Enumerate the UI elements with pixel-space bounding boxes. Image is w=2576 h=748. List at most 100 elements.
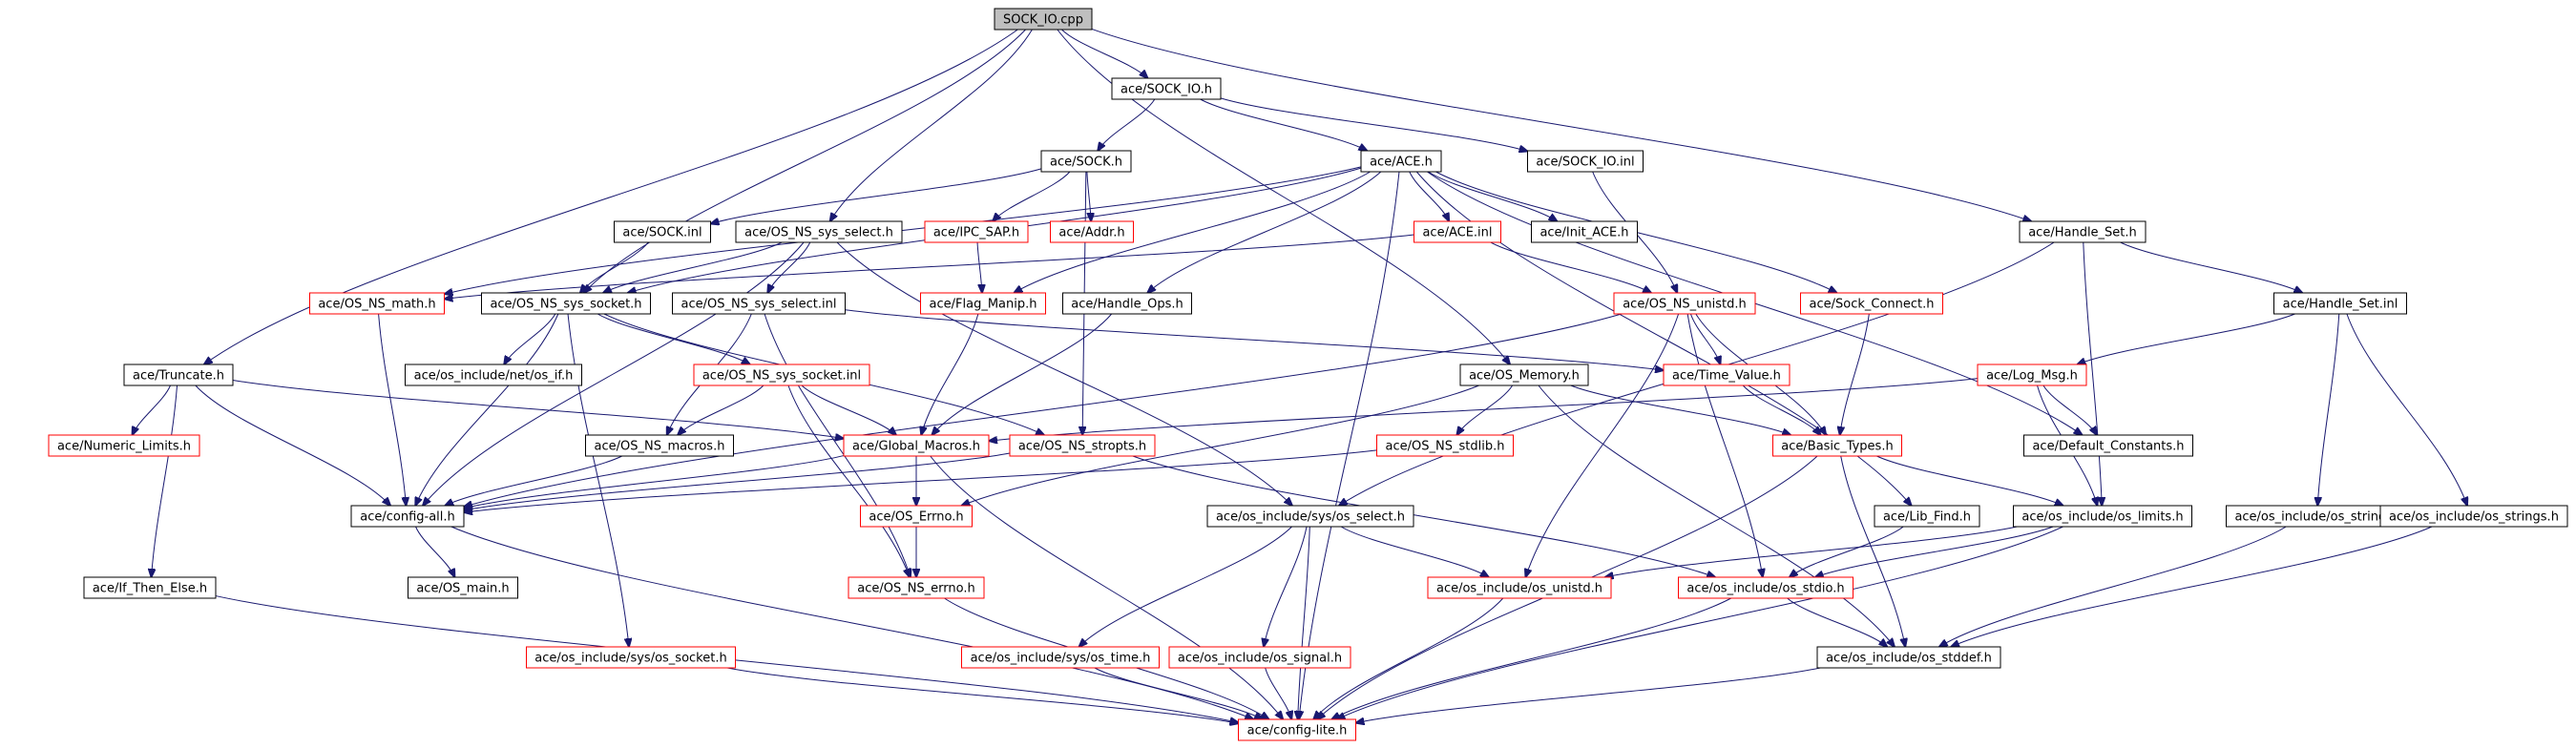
node-label: ace/SOCK.inl [622,226,702,240]
node-os-memory-h[interactable]: ace/OS_Memory.h [1459,364,1589,386]
edge-os_ns_stdlib_h-to-config_all_h [464,449,1377,512]
node-sock-io-inl[interactable]: ace/SOCK_IO.inl [1527,150,1644,173]
edge-os_ns_unistd_h-to-os_stdio_h [1686,313,1763,577]
node-ipc-sap-h[interactable]: ace/IPC_SAP.h [924,220,1029,243]
node-os-signal-h[interactable]: ace/os_include/os_signal.h [1168,646,1351,669]
node-default-constants-h[interactable]: ace/Default_Constants.h [2023,434,2193,457]
node-label: ace/os_include/os_stddef.h [1826,652,1992,666]
node-log-msg-h[interactable]: ace/Log_Msg.h [1977,364,2087,386]
node-box [1663,364,1791,386]
node-truncate-h[interactable]: ace/Truncate.h [123,364,234,386]
edge-os_string_h-to-os_stddef_h [1939,526,2287,647]
node-label: ace/os_include/sys/os_time.h [971,652,1151,666]
edge-sock_io_cpp-to-os_ns_sys_select_h [830,29,1033,221]
node-os-stdio-h[interactable]: ace/os_include/os_stdio.h [1678,576,1853,599]
node-os-ns-math-h[interactable]: ace/OS_NS_math.h [309,292,445,315]
node-ace-inl[interactable]: ace/ACE.inl [1414,220,1501,243]
node-os-strings-h[interactable]: ace/os_include/os_strings.h [2379,505,2568,528]
node-global-macros-h[interactable]: ace/Global_Macros.h [843,434,990,457]
edge-os_memory_h-to-basic_types_h [1570,384,1791,435]
node-ace-h[interactable]: ace/ACE.h [1360,150,1442,173]
node-config-lite-h[interactable]: ace/config-lite.h [1238,718,1356,741]
node-os-ns-stropts-h[interactable]: ace/OS_NS_stropts.h [1009,434,1156,457]
node-sock-inl[interactable]: ace/SOCK.inl [614,220,711,243]
node-basic-types-h[interactable]: ace/Basic_Types.h [1772,434,1902,457]
node-handle-ops-h[interactable]: ace/Handle_Ops.h [1062,292,1192,315]
edge-truncate_h-to-numeric_limits_h [132,384,171,435]
node-time-value-h[interactable]: ace/Time_Value.h [1663,364,1791,386]
edge-handle_set_h-to-handle_set_inl [2120,241,2303,293]
node-os-ns-macros-h[interactable]: ace/OS_NS_macros.h [585,434,734,457]
node-label: ace/OS_NS_errno.h [857,582,975,596]
node-sys-os-time-h[interactable]: ace/os_include/sys/os_time.h [961,646,1160,669]
edge-flag_manip_h-to-global_macros_h [921,313,979,435]
edge-config_all_h-to-os_main_h [415,526,455,577]
node-box [1772,434,1902,457]
node-os-errno-h[interactable]: ace/OS_Errno.h [860,505,973,528]
node-label: ace/Addr.h [1058,226,1124,240]
node-label: ace/ACE.inl [1422,226,1492,240]
node-flag-manip-h[interactable]: ace/Flag_Manip.h [920,292,1046,315]
node-net-os-if-h[interactable]: ace/os_include/net/os_if.h [405,364,582,386]
node-label: ace/os_include/os_unistd.h [1436,582,1602,596]
node-label: ace/OS_Memory.h [1469,369,1580,384]
node-os-ns-sys-socket-inl[interactable]: ace/OS_NS_sys_socket.inl [693,364,870,386]
node-box [481,292,651,315]
node-os-unistd-h[interactable]: ace/os_include/os_unistd.h [1427,576,1612,599]
node-label: ace/Numeric_Limits.h [57,440,191,454]
edge-sock_io_cpp-to-sock_io_h [1061,29,1147,78]
edge-os_ns_sys_socket_inl-to-global_macros_h [801,384,896,435]
node-sock-io-h[interactable]: ace/SOCK_IO.h [1111,77,1222,100]
node-sys-os-socket-h[interactable]: ace/os_include/sys/os_socket.h [526,646,736,669]
node-label: ace/Global_Macros.h [852,440,980,454]
node-os-ns-sys-select-inl[interactable]: ace/OS_NS_sys_select.inl [672,292,846,315]
edge-handle_set_inl-to-os_strings_h [2346,313,2467,506]
node-handle-set-inl[interactable]: ace/Handle_Set.inl [2273,292,2407,315]
node-box [48,434,200,457]
node-addr-h[interactable]: ace/Addr.h [1050,220,1134,243]
node-os-stddef-h[interactable]: ace/os_include/os_stddef.h [1816,646,2001,669]
node-label: ace/OS_NS_stropts.h [1018,440,1146,454]
edge-os_limits_h-to-os_unistd_h [1605,526,2018,577]
node-os-ns-unistd-h[interactable]: ace/OS_NS_unistd.h [1613,292,1756,315]
node-sock-connect-h[interactable]: ace/Sock_Connect.h [1800,292,1943,315]
node-box [123,364,234,386]
node-sock-io-cpp[interactable]: SOCK_IO.cpp [994,8,1093,31]
node-init-ace-h[interactable]: ace/Init_ACE.h [1531,220,1638,243]
node-label: ace/os_include/sys/os_socket.h [534,652,726,666]
node-os-ns-stdlib-h[interactable]: ace/OS_NS_stdlib.h [1376,434,1514,457]
node-os-ns-sys-select-h[interactable]: ace/OS_NS_sys_select.h [735,220,903,243]
node-label: ace/SOCK_IO.h [1120,83,1212,97]
edge-sock_io_h-to-sock_io_inl [1220,97,1528,152]
node-label: ace/Default_Constants.h [2032,440,2184,454]
node-label: ace/Init_ACE.h [1539,226,1628,240]
edge-sock_io_cpp-to-os_memory_h [1057,29,1510,364]
node-label: ace/Log_Msg.h [1986,369,2078,384]
node-os-limits-h[interactable]: ace/os_include/os_limits.h [2013,505,2192,528]
node-os-main-h[interactable]: ace/OS_main.h [408,576,518,599]
node-os-string-h[interactable]: ace/os_include/os_string.h [2226,505,2407,528]
edge-ace_h-to-os_ns_math_h [445,166,1362,294]
node-handle-set-h[interactable]: ace/Handle_Set.h [2019,220,2147,243]
edge-os_ns_sys_socket_h-to-os_ns_sys_socket_inl [597,313,750,364]
node-os-ns-sys-socket-h[interactable]: ace/OS_NS_sys_socket.h [481,292,651,315]
node-sock-h[interactable]: ace/SOCK.h [1040,150,1132,173]
edge-os_ns_sys_select_h-to-config_all_h [423,241,805,506]
node-label: ace/os_include/os_stdio.h [1686,582,1844,596]
node-label: ace/Basic_Types.h [1781,440,1893,454]
node-box [860,505,973,528]
node-if-then-else-h[interactable]: ace/If_Then_Else.h [83,576,217,599]
edge-os_ns_math_h-to-config_all_h [378,313,407,506]
edge-os_ns_stropts_h-to-config_all_h [464,452,1011,510]
node-lib-find-h[interactable]: ace/Lib_Find.h [1874,505,1980,528]
node-numeric-limits-h[interactable]: ace/Numeric_Limits.h [48,434,200,457]
node-label: ace/os_include/os_signal.h [1178,652,1342,666]
node-os-ns-errno-h[interactable]: ace/OS_NS_errno.h [848,576,985,599]
node-config-all-h[interactable]: ace/config-all.h [350,505,465,528]
edge-os_ns_unistd_h-to-time_value_h [1689,313,1720,364]
edge-log_msg_h-to-default_constants_h [2042,384,2097,435]
node-sys-os-select-h[interactable]: ace/os_include/sys/os_select.h [1206,505,1414,528]
node-box [1040,150,1132,173]
edge-sock_h-to-sock_inl [711,168,1042,224]
